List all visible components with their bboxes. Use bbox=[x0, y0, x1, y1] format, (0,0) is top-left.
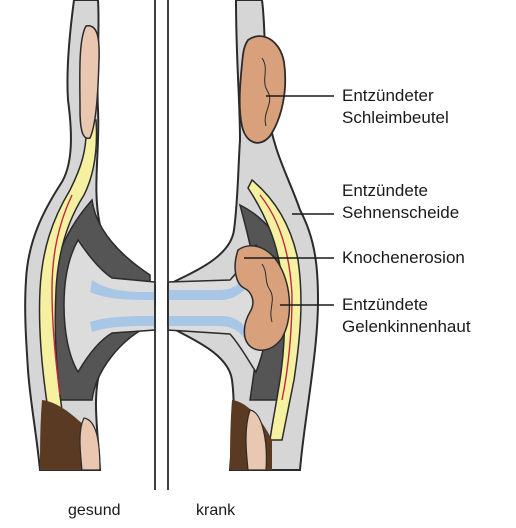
diseased-joint bbox=[168, 0, 318, 470]
label-knochenerosion: Knochenerosion bbox=[342, 247, 465, 269]
healthy-joint bbox=[25, 0, 155, 470]
caption-gesund: gesund bbox=[68, 500, 121, 522]
label-gelenkinnenhaut-line2: Gelenkinnenhaut bbox=[342, 316, 471, 338]
label-sehnenscheide-line1: Entzündete bbox=[342, 180, 428, 202]
label-sehnenscheide-line2: Sehnenscheide bbox=[342, 202, 459, 224]
caption-krank: krank bbox=[196, 500, 235, 522]
label-schleimbeutel-line2: Schleimbeutel bbox=[342, 107, 449, 129]
label-gelenkinnenhaut-line1: Entzündete bbox=[342, 294, 428, 316]
inflamed-bursa bbox=[240, 36, 286, 143]
label-schleimbeutel-line1: Entzündeter bbox=[342, 85, 434, 107]
